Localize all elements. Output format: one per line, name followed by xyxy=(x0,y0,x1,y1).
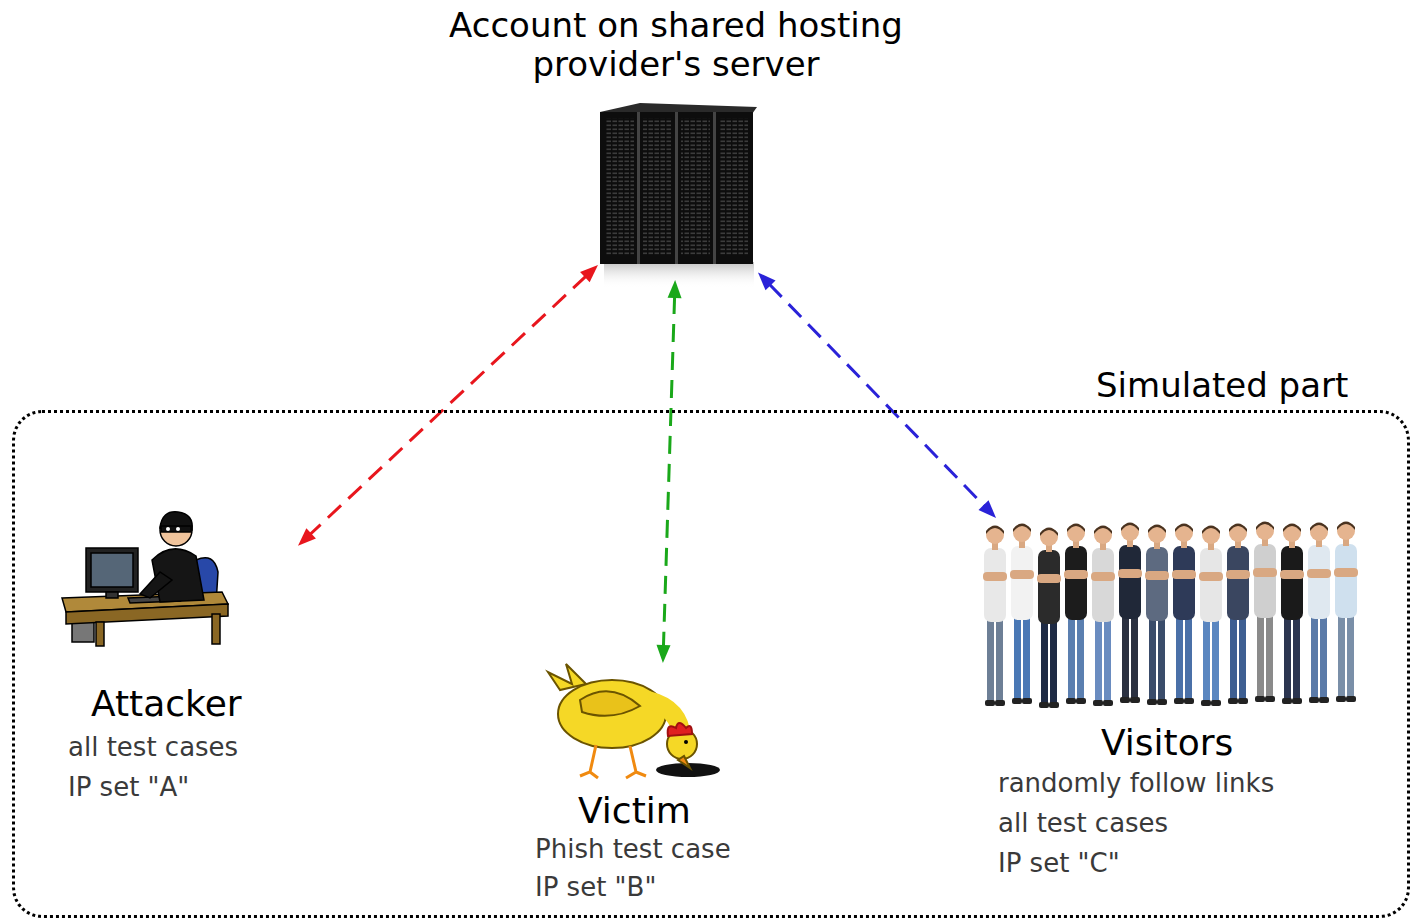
arrow-head xyxy=(656,645,670,663)
attacker-node: Attacker all test cases IP set "A" xyxy=(58,508,298,808)
node-note: IP set "A" xyxy=(68,773,189,803)
node-heading: Attacker xyxy=(91,683,242,724)
arrow-head xyxy=(978,500,996,518)
dashed-connector xyxy=(298,265,598,546)
arrow-head xyxy=(668,280,682,298)
connector-line xyxy=(663,296,674,647)
node-heading: Victim xyxy=(578,790,691,831)
node-heading: Visitors xyxy=(1101,722,1233,763)
visitors-node: Visitors randomly follow links all test ca… xyxy=(973,518,1373,883)
node-note: Phish test case xyxy=(535,835,731,865)
chicken-icon xyxy=(548,664,720,778)
arrow-head xyxy=(580,265,598,282)
server-icon xyxy=(600,103,757,288)
simulated-region: Simulated partAttackerall test casesIP s… xyxy=(12,410,1410,918)
node-note: all test cases xyxy=(68,733,238,763)
server-node: Account on shared hosting provider's ser… xyxy=(598,100,758,280)
attacker-icon xyxy=(62,512,228,646)
dashed-connector xyxy=(758,273,996,518)
connector-line xyxy=(769,284,985,507)
arrow-head xyxy=(298,528,316,545)
server-title: Account on shared hosting provider's ser… xyxy=(416,6,936,84)
node-note: all test cases xyxy=(998,809,1168,839)
dashed-connector xyxy=(656,280,681,663)
connector-line xyxy=(310,276,587,535)
visitors-crowd xyxy=(983,522,1358,709)
node-note: randomly follow links xyxy=(998,769,1274,799)
node-note: IP set "B" xyxy=(535,873,656,903)
arrow-head xyxy=(758,273,776,291)
node-note: IP set "C" xyxy=(998,849,1120,879)
victim-node: VictimPhish test case IP set "B" xyxy=(528,663,790,908)
region-heading: Simulated part xyxy=(1096,366,1348,405)
